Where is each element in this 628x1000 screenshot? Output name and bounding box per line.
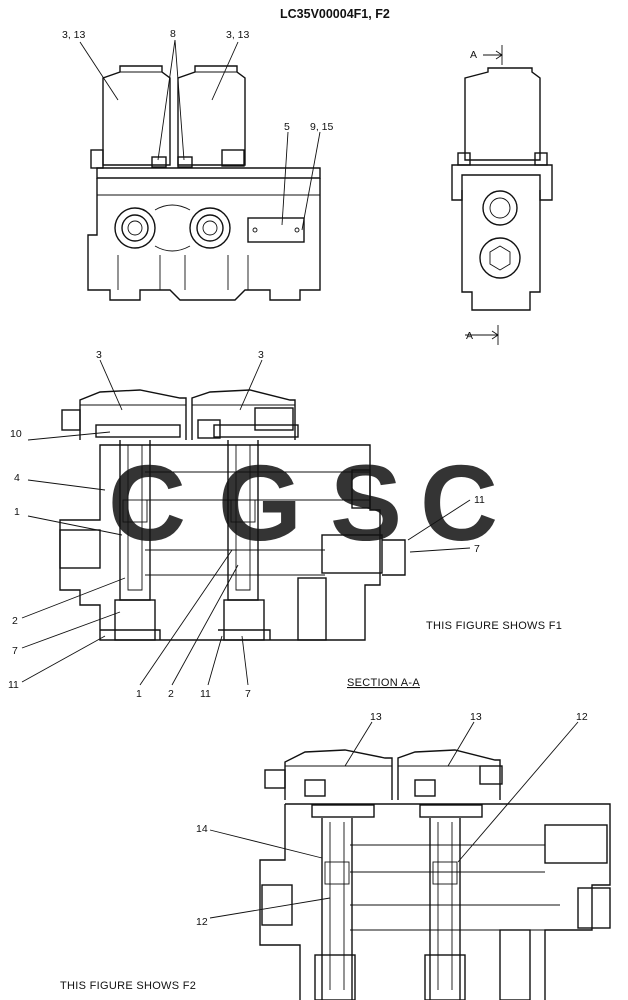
callout-3-b: 3 — [258, 349, 264, 361]
side-view — [451, 45, 553, 345]
callout-10: 10 — [10, 428, 22, 440]
caption-f1: THIS FIGURE SHOWS F1 — [426, 620, 562, 632]
callout-1-b: 1 — [136, 688, 142, 700]
caption-section: SECTION A-A — [347, 677, 420, 689]
section-f2 — [209, 721, 611, 1000]
callout-4: 4 — [14, 472, 20, 484]
callout-3-13-left: 3, 13 — [62, 29, 86, 41]
watermark-letter-s: S — [330, 442, 402, 563]
caption-f2: THIS FIGURE SHOWS F2 — [60, 980, 196, 992]
view-marker-bottom: A — [466, 330, 473, 342]
callout-12-a: 12 — [576, 711, 588, 723]
view-marker-top: A — [470, 49, 477, 61]
callout-3-a: 3 — [96, 349, 102, 361]
callout-8: 8 — [170, 28, 176, 40]
callout-11-b: 11 — [8, 679, 19, 691]
watermark-letter-g: G — [218, 442, 302, 563]
callout-5: 5 — [284, 121, 290, 133]
callout-9-15: 9, 15 — [310, 121, 334, 133]
callout-3-13-right: 3, 13 — [226, 29, 250, 41]
callout-11-a: 11 — [474, 494, 485, 506]
front-view — [79, 39, 321, 301]
drawing-code: LC35V00004F1, F2 — [280, 7, 390, 21]
callout-2-a: 2 — [12, 615, 18, 627]
callout-13-b: 13 — [470, 711, 482, 723]
callout-7-b: 7 — [12, 645, 18, 657]
callout-14: 14 — [196, 823, 208, 835]
watermark: C G S C — [108, 442, 498, 563]
callout-7-c: 7 — [245, 688, 251, 700]
callout-1-a: 1 — [14, 506, 20, 518]
callout-7-a: 7 — [474, 543, 480, 555]
callout-12-b: 12 — [196, 916, 208, 928]
callout-13-a: 13 — [370, 711, 382, 723]
section-f1 — [21, 359, 471, 686]
callout-2-b: 2 — [168, 688, 174, 700]
callout-11-c: 11 — [200, 688, 211, 700]
watermark-letter-c2: C — [420, 442, 498, 563]
watermark-letter-c: C — [108, 442, 186, 563]
